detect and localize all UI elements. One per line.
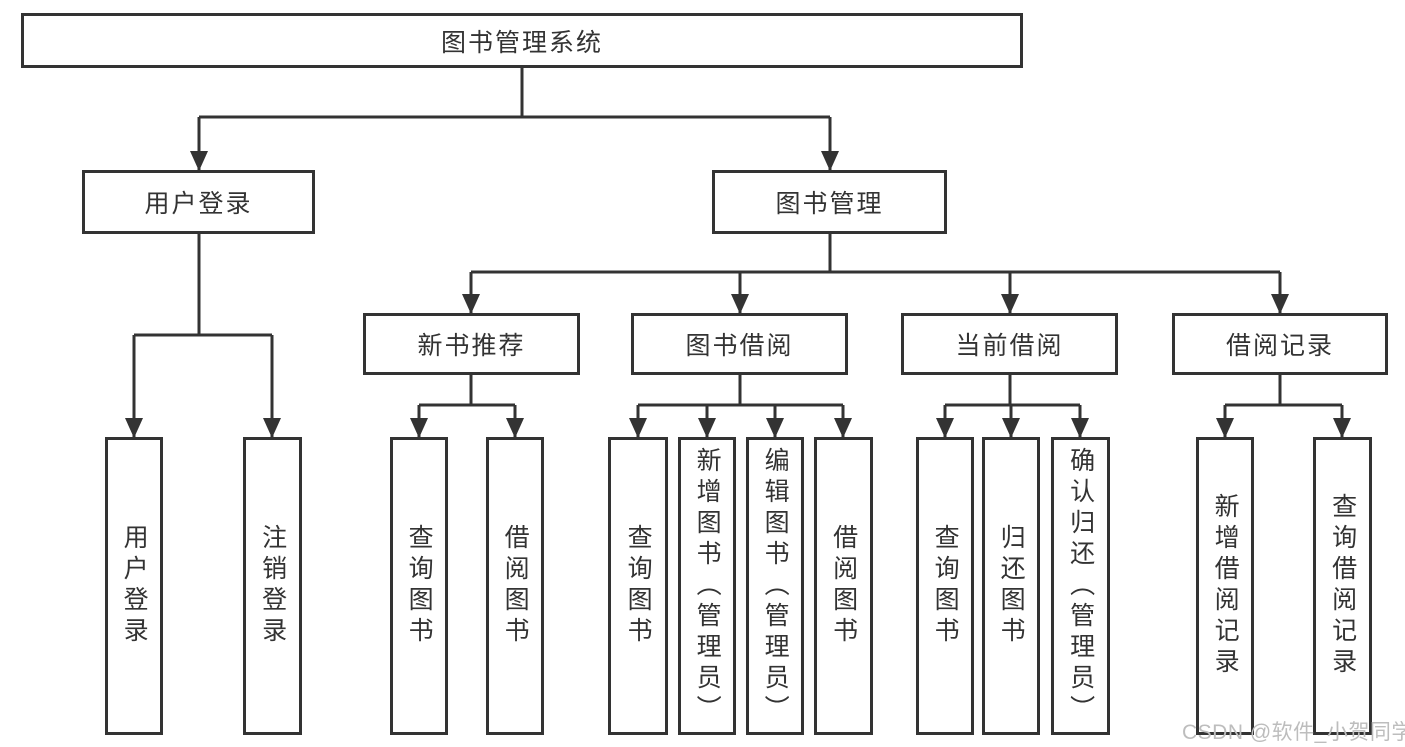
node-book-management-label: 图书管理: [775, 190, 884, 218]
node-book-borrow-label: 图书借阅: [685, 332, 794, 360]
node-borrow-records: 借阅记录: [1172, 313, 1388, 375]
node-root-label: 图书管理系统: [440, 28, 603, 57]
leaf-user-login-label: 用户登录: [120, 524, 149, 648]
leaf-bb-add-book-admin-label: 新增图书（管理员）: [693, 446, 722, 726]
leaf-nb-query-book-label: 查询图书: [405, 524, 434, 648]
arrowhead-icon: [1001, 294, 1019, 314]
leaf-logout-label: 注销登录: [258, 524, 287, 648]
leaf-bb-edit-book-admin: 编辑图书（管理员）: [746, 437, 804, 735]
leaf-bb-borrow-book-label: 借阅图书: [829, 524, 858, 648]
leaf-logout: 注销登录: [243, 437, 302, 735]
leaf-bb-add-book-admin: 新增图书（管理员）: [678, 437, 736, 735]
leaf-cb-confirm-return-admin: 确认归还（管理员）: [1051, 437, 1110, 735]
leaf-nb-query-book: 查询图书: [390, 437, 448, 735]
arrowheads: [125, 151, 1351, 438]
leaf-br-query-record: 查询借阅记录: [1313, 437, 1372, 735]
arrowhead-icon: [506, 418, 524, 438]
arrowhead-icon: [936, 418, 954, 438]
leaf-cb-return-book-label: 归还图书: [997, 524, 1026, 648]
node-root: 图书管理系统: [21, 13, 1023, 68]
leaf-nb-borrow-book: 借阅图书: [486, 437, 544, 735]
node-current-borrow-label: 当前借阅: [955, 332, 1064, 360]
arrowhead-icon: [698, 418, 716, 438]
leaf-bb-query-book-label: 查询图书: [624, 524, 653, 648]
leaf-br-query-record-label: 查询借阅记录: [1328, 493, 1357, 679]
arrowhead-icon: [731, 294, 749, 314]
arrowhead-icon: [410, 418, 428, 438]
leaf-user-login: 用户登录: [105, 437, 163, 735]
arrowhead-icon: [834, 418, 852, 438]
leaf-cb-query-book-label: 查询图书: [931, 524, 960, 648]
leaf-br-add-record-label: 新增借阅记录: [1211, 493, 1240, 679]
arrowhead-icon: [1333, 418, 1351, 438]
arrowhead-icon: [629, 418, 647, 438]
node-borrow-records-label: 借阅记录: [1225, 332, 1334, 360]
csdn-watermark: CSDN @软件_小贺同学: [1182, 721, 1405, 744]
node-user-login: 用户登录: [82, 170, 315, 234]
leaf-br-add-record: 新增借阅记录: [1196, 437, 1254, 735]
leaf-bb-edit-book-admin-label: 编辑图书（管理员）: [761, 446, 790, 726]
leaf-nb-borrow-book-label: 借阅图书: [501, 524, 530, 648]
leaf-bb-borrow-book: 借阅图书: [814, 437, 873, 735]
arrowhead-icon: [1071, 418, 1089, 438]
arrowhead-icon: [1002, 418, 1020, 438]
leaf-cb-query-book: 查询图书: [916, 437, 974, 735]
node-book-borrow: 图书借阅: [631, 313, 848, 375]
leaf-bb-query-book: 查询图书: [608, 437, 668, 735]
node-book-management: 图书管理: [712, 170, 947, 234]
arrowhead-icon: [821, 151, 839, 171]
node-new-book-recommend: 新书推荐: [363, 313, 580, 375]
arrowhead-icon: [263, 418, 281, 438]
leaf-cb-confirm-return-admin-label: 确认归还（管理员）: [1066, 446, 1095, 726]
leaf-cb-return-book: 归还图书: [982, 437, 1040, 735]
arrowhead-icon: [462, 294, 480, 314]
node-new-book-recommend-label: 新书推荐: [417, 332, 526, 360]
node-current-borrow: 当前借阅: [901, 313, 1118, 375]
arrowhead-icon: [190, 151, 208, 171]
arrowhead-icon: [1271, 294, 1289, 314]
arrowhead-icon: [766, 418, 784, 438]
connector-paths: [132, 68, 1344, 437]
arrowhead-icon: [125, 418, 143, 438]
node-user-login-label: 用户登录: [144, 190, 253, 218]
arrowhead-icon: [1216, 418, 1234, 438]
